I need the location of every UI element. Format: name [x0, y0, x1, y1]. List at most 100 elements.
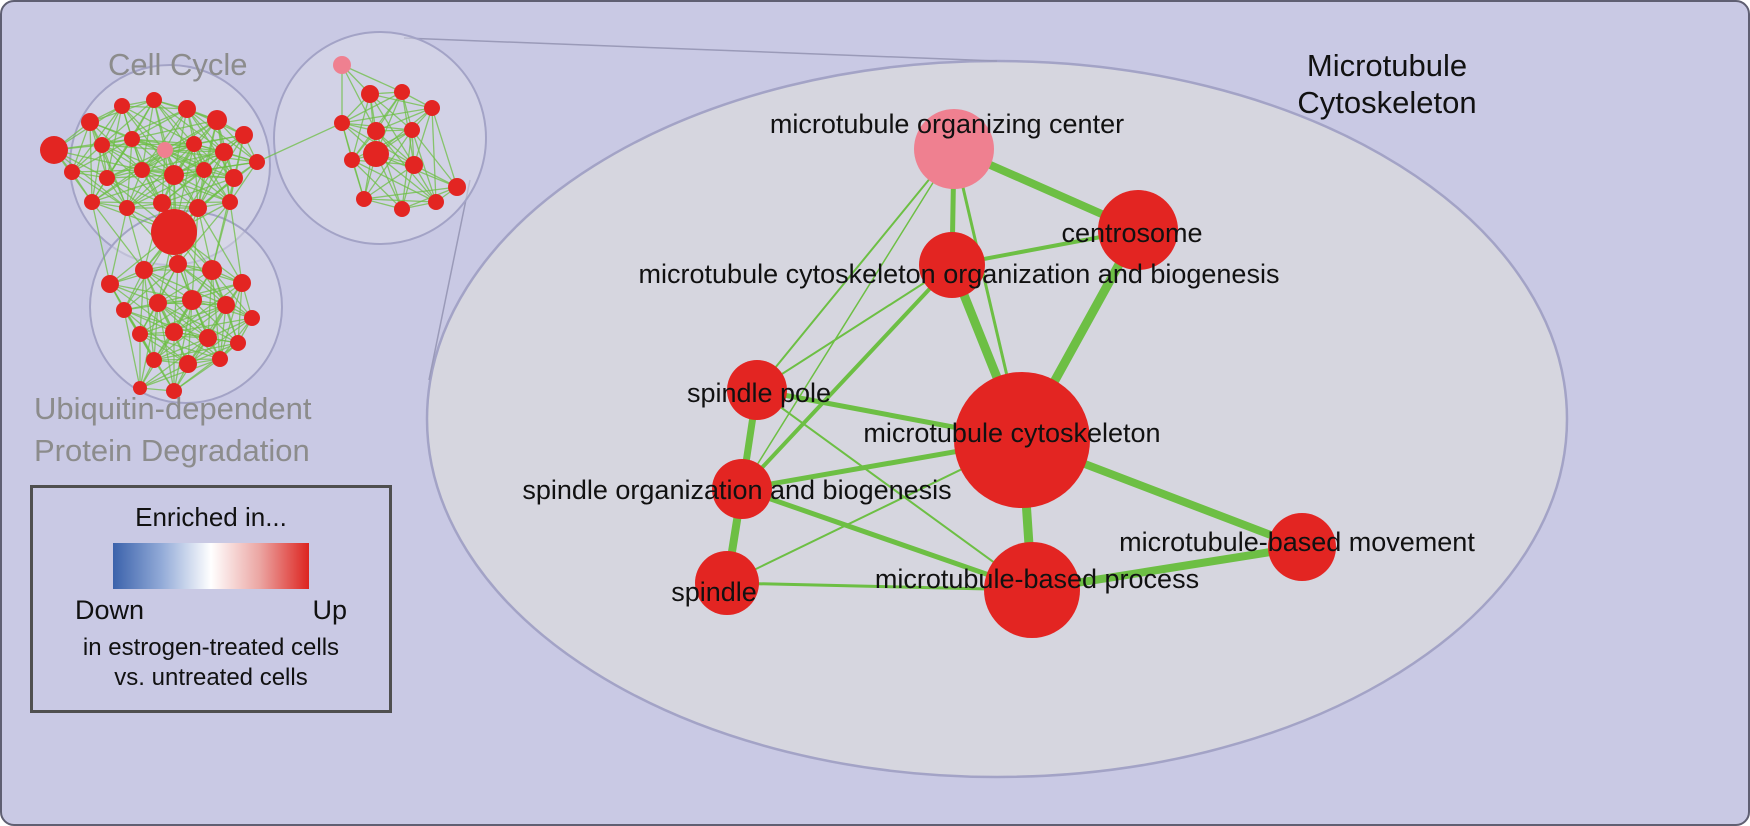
mini-edge — [139, 358, 221, 389]
mini-edge — [123, 309, 209, 339]
mini-edge — [363, 198, 437, 203]
mini-edge — [131, 119, 218, 140]
mini-edge — [109, 207, 128, 285]
mini-node — [179, 355, 197, 373]
mini-node — [233, 274, 251, 292]
mini-edge — [143, 269, 227, 306]
mini-node — [212, 351, 228, 367]
mini-edge — [363, 129, 413, 200]
mini-edge — [106, 143, 195, 179]
mini-node — [99, 170, 115, 186]
mini-edge — [197, 151, 225, 209]
legend-subtitle-line2: vs. untreated cells — [114, 664, 308, 691]
mini-node — [94, 137, 110, 153]
mini-node — [153, 194, 171, 212]
mini-edge — [369, 93, 413, 131]
mini-edge — [53, 149, 128, 209]
node-label-mt_cyto: microtubule cytoskeleton — [863, 418, 1160, 448]
mini-edge — [123, 263, 179, 311]
mini-edge — [413, 107, 433, 166]
mini-edge — [173, 282, 243, 333]
mini-edge — [101, 108, 188, 146]
node-label-mcob: microtubule cytoskeleton organization an… — [639, 259, 1280, 289]
mini-node — [363, 141, 389, 167]
mini-node — [344, 152, 360, 168]
node-label-centrosome: centrosome — [1061, 218, 1202, 248]
mini-edge — [91, 201, 111, 285]
mini-edge — [363, 164, 415, 200]
mini-edge — [106, 149, 166, 179]
mini-node — [116, 302, 132, 318]
mini-edge — [139, 304, 227, 335]
mini-edge — [211, 201, 231, 271]
mini-node — [189, 199, 207, 217]
mini-node — [225, 169, 243, 187]
mini-edge — [229, 161, 258, 203]
node-mbm — [1268, 513, 1336, 581]
mini-node — [333, 56, 351, 74]
mini-node — [394, 201, 410, 217]
node-spindle — [695, 551, 759, 615]
mini-node — [361, 85, 379, 103]
mini-node — [164, 165, 184, 185]
edge-moc-spindle_pole — [756, 148, 955, 391]
mini-edge — [109, 283, 193, 301]
mini-edge — [173, 304, 227, 333]
mini-node — [135, 261, 153, 279]
mini-edge — [191, 207, 199, 301]
mini-edge — [91, 169, 143, 203]
mini-edge — [177, 201, 231, 265]
mini-node — [404, 122, 420, 138]
mini-edge — [431, 107, 458, 188]
edge-moc-spindle_org — [741, 148, 955, 490]
mini-edge — [153, 99, 175, 176]
mini-node — [101, 275, 119, 293]
mini-edge — [211, 269, 253, 319]
mini-node — [428, 194, 444, 210]
microtubule-title-line1: Microtubule — [1306, 48, 1468, 83]
mini-edge — [186, 108, 225, 153]
mini-network — [40, 56, 466, 399]
mini-edge — [126, 207, 145, 271]
mini-node — [405, 156, 423, 174]
mini-edge — [157, 302, 239, 344]
mini-node — [119, 200, 135, 216]
mini-edge — [211, 269, 221, 360]
mini-node — [146, 92, 162, 108]
node-label-spindle_pole: spindle pole — [687, 378, 831, 408]
legend: Enriched in... Down Up in estrogen-treat… — [30, 485, 392, 713]
mini-edge — [53, 149, 143, 171]
mini-node — [64, 164, 80, 180]
mini-node — [215, 143, 233, 161]
mini-node — [196, 162, 212, 178]
mini-edge — [161, 177, 235, 204]
node-label-mbm: microtubule-based movement — [1119, 527, 1475, 557]
node-mt_cyto — [954, 372, 1090, 508]
node-label-spindle_org: spindle organization and biogenesis — [522, 475, 951, 505]
mini-edge — [173, 317, 253, 333]
zoom-line-bottom — [428, 179, 471, 381]
mini-edge — [173, 358, 221, 392]
microtubule-title-line2: Cytoskeleton — [1297, 84, 1477, 120]
edge-mcob-spindle_pole — [756, 264, 953, 391]
mini-node — [165, 323, 183, 341]
legend-up-label: Up — [312, 595, 347, 625]
mini-node — [166, 383, 182, 399]
mini-edge — [203, 161, 258, 171]
mini-edge — [173, 299, 193, 392]
mini-edge — [411, 129, 458, 188]
mini-edge — [256, 122, 343, 163]
ubiquitin-label-line2: Protein Degradation — [34, 432, 310, 468]
mini-node — [133, 381, 147, 395]
mini-edge — [126, 169, 205, 209]
node-centrosome — [1098, 190, 1178, 270]
mini-node — [448, 178, 466, 196]
cluster-label-cell-cycle: Cell Cycle — [108, 47, 248, 82]
node-spindle_org — [712, 459, 772, 519]
node-mbp — [984, 542, 1080, 638]
mini-node — [84, 194, 100, 210]
node-moc — [914, 109, 994, 189]
mini-node — [132, 326, 148, 342]
